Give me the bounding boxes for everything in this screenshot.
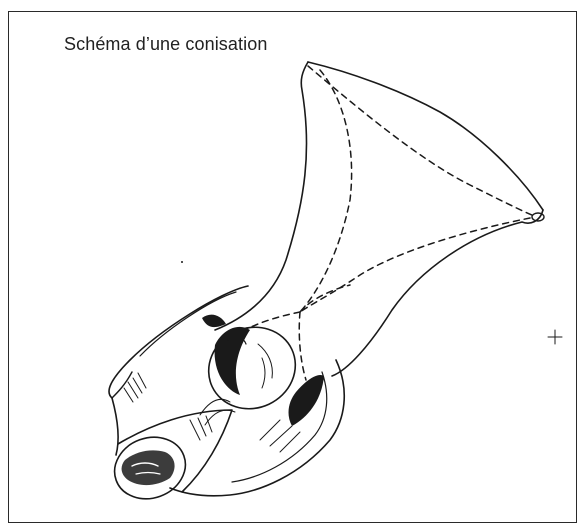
crosshair-mark — [548, 330, 562, 344]
excised-cone-specimen — [106, 410, 232, 509]
stray-dot — [181, 261, 183, 263]
cervical-canal-dashed — [245, 66, 532, 380]
